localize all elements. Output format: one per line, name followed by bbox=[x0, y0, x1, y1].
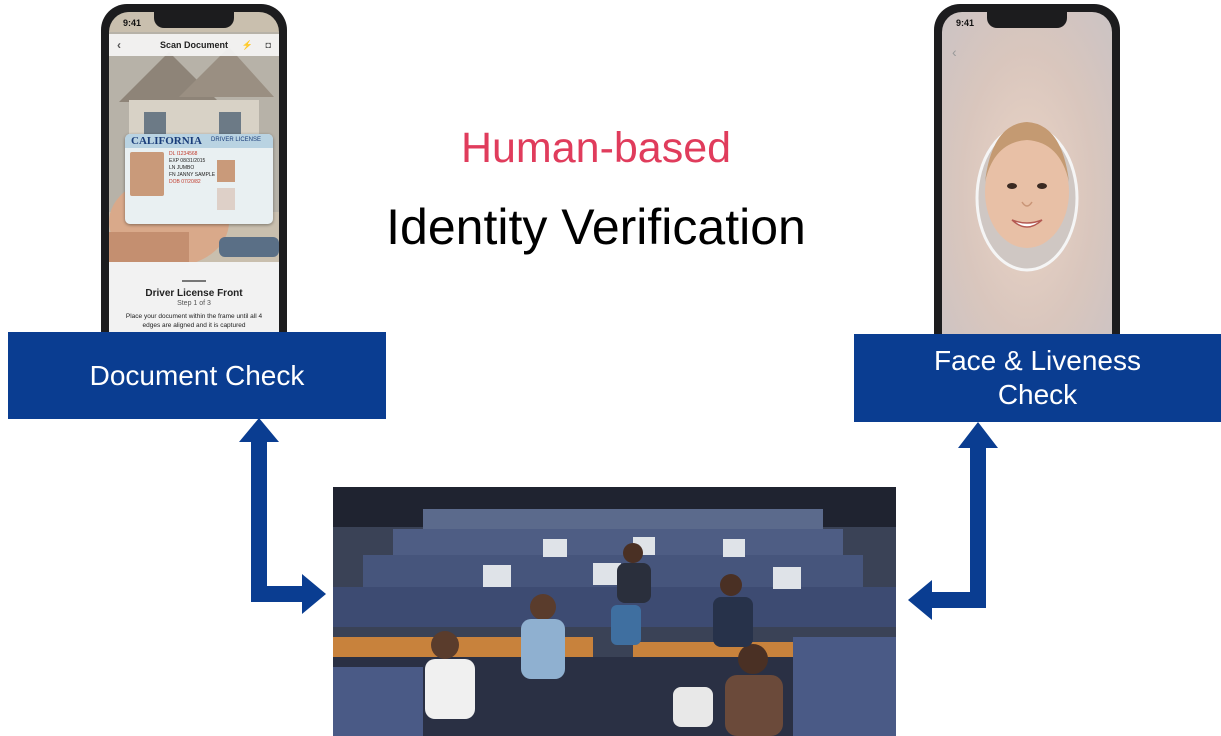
document-scan-phone: 9:41 ‹ Scan Document ⚡ ◘ CALIFORNIA DRIV… bbox=[101, 4, 287, 338]
status-bar: 9:41 bbox=[942, 12, 1112, 32]
camera-icon[interactable]: ◘ bbox=[265, 40, 271, 50]
face-oval bbox=[975, 122, 1079, 272]
scan-header: ‹ Scan Document ⚡ ◘ bbox=[109, 34, 279, 56]
left-arrow-shaft-vertical bbox=[251, 442, 267, 602]
phone-notch bbox=[154, 12, 234, 28]
face-liveness-label-line2: Check bbox=[997, 379, 1078, 410]
license-card: CALIFORNIA DRIVER LICENSE DL I1234568 EX… bbox=[125, 134, 273, 224]
license-header: CALIFORNIA DRIVER LICENSE bbox=[125, 134, 273, 148]
right-arrow-shaft-vertical bbox=[970, 448, 986, 608]
phone-notch bbox=[987, 12, 1067, 28]
left-connector-arrow bbox=[239, 418, 326, 614]
step-title: Driver License Front bbox=[145, 288, 243, 299]
right-connector-arrow bbox=[908, 422, 998, 620]
swipe-handle-icon bbox=[182, 280, 206, 282]
back-chevron-icon[interactable]: ‹ bbox=[952, 44, 957, 60]
title-human-based: Human-based bbox=[460, 124, 732, 172]
call-center-photo bbox=[333, 487, 896, 736]
right-arrow-shaft-horizontal bbox=[930, 592, 986, 608]
license-fields: DL I1234568 EXP 08/31/2015 LN JUMBO FN J… bbox=[169, 151, 215, 186]
left-arrow-right-head bbox=[302, 574, 326, 614]
license-type: DRIVER LICENSE bbox=[211, 137, 262, 143]
step-count: Step 1 of 3 bbox=[177, 300, 211, 307]
left-arrow-shaft-horizontal bbox=[251, 586, 306, 602]
step-instructions: Place your document within the frame unt… bbox=[125, 313, 263, 329]
left-arrow-up-head bbox=[239, 418, 279, 442]
document-scan-screen: 9:41 ‹ Scan Document ⚡ ◘ CALIFORNIA DRIV… bbox=[109, 12, 279, 338]
back-chevron-icon[interactable]: ‹ bbox=[117, 38, 121, 52]
license-ln: LN JUMBO bbox=[169, 165, 195, 171]
license-dob: DOB 07/20/82 bbox=[169, 179, 201, 185]
call-center-scene bbox=[333, 487, 896, 736]
license-dl: DL I1234568 bbox=[169, 151, 198, 157]
document-check-box: Document Check bbox=[8, 332, 386, 419]
face-check-phone: 9:41 ‹ bbox=[934, 4, 1120, 340]
license-state: CALIFORNIA bbox=[131, 135, 202, 147]
status-time: 9:41 bbox=[956, 18, 975, 28]
flash-icon[interactable]: ⚡ bbox=[241, 40, 253, 50]
right-arrow-left-head bbox=[908, 580, 932, 620]
face-check-screen: 9:41 ‹ bbox=[942, 12, 1112, 340]
license-fn: FN JANNY SAMPLE bbox=[169, 172, 216, 178]
scan-instructions: Driver License Front Step 1 of 3 Place y… bbox=[109, 280, 279, 330]
license-photo-ghost bbox=[217, 188, 235, 210]
scan-header-title: Scan Document bbox=[159, 40, 228, 50]
status-time: 9:41 bbox=[123, 18, 142, 28]
license-photo-small bbox=[217, 160, 235, 182]
document-check-label: Document Check bbox=[89, 359, 305, 391]
license-exp: EXP 08/31/2015 bbox=[169, 158, 206, 164]
right-arrow-up-head bbox=[958, 422, 998, 448]
face-liveness-check-box: Face & Liveness Check bbox=[854, 334, 1221, 422]
title-identity-verification: Identity Verification bbox=[386, 199, 806, 255]
license-photo bbox=[130, 152, 164, 196]
face-liveness-label-line1: Face & Liveness bbox=[934, 345, 1141, 377]
status-bar: 9:41 bbox=[109, 12, 279, 32]
